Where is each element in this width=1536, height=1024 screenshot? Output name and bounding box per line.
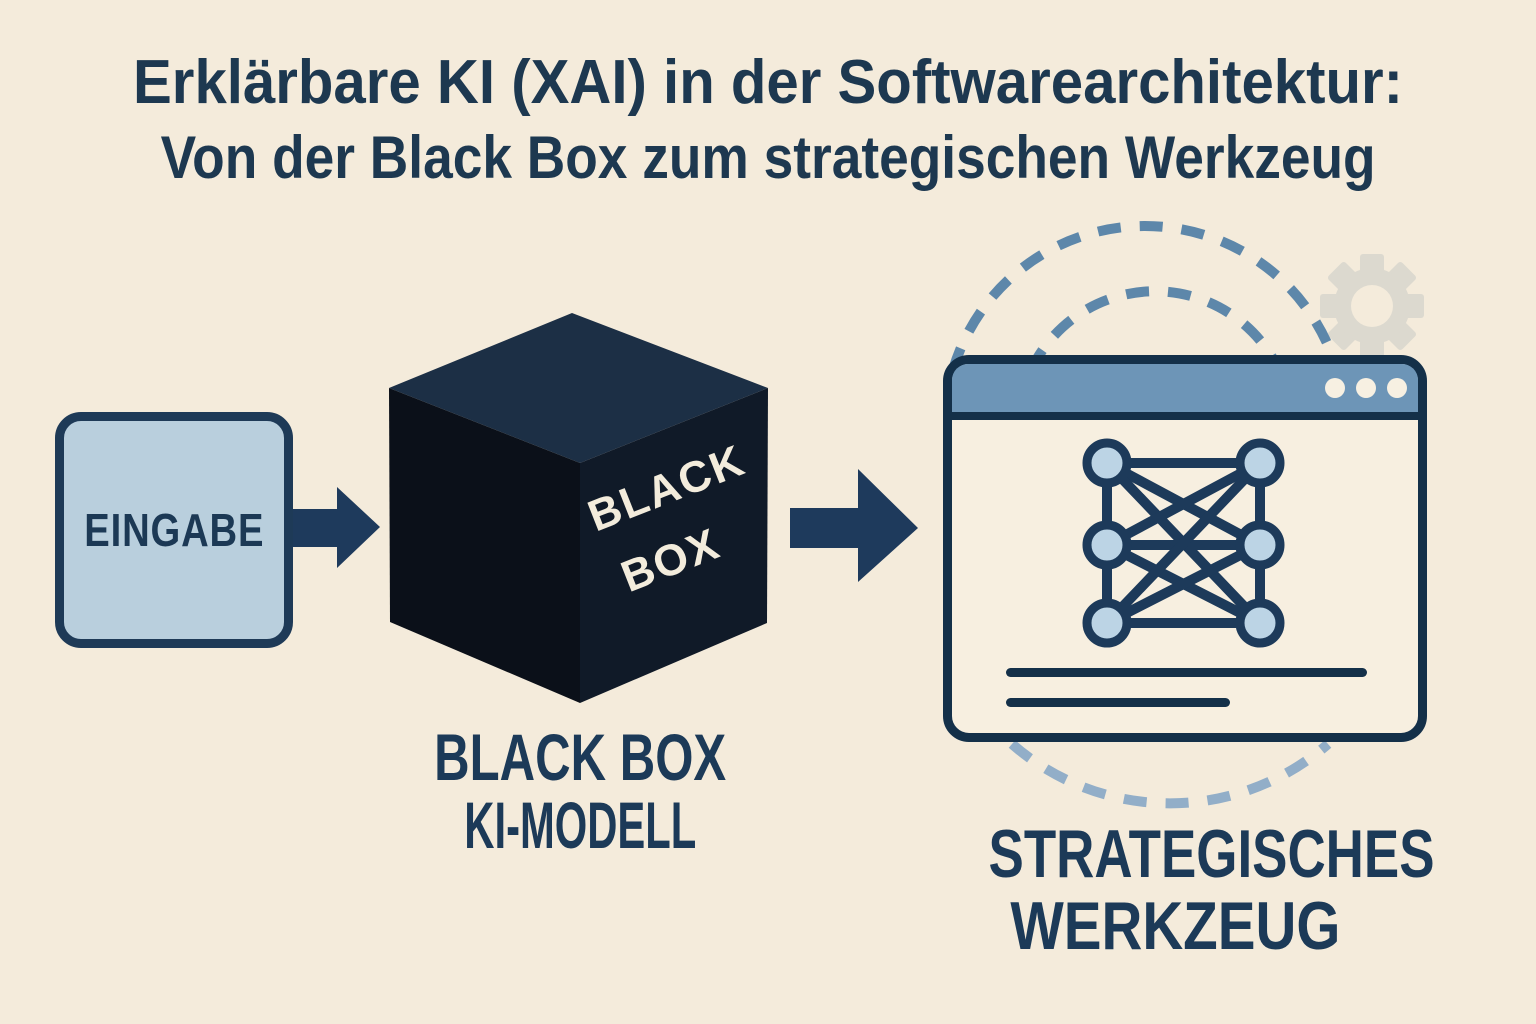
window-dot: [1387, 378, 1407, 398]
placeholder-text-line: [1006, 698, 1230, 707]
dashed-arc-bottom: [1008, 740, 1332, 809]
browser-window: [943, 355, 1427, 742]
gear-hole: [1351, 285, 1393, 327]
black-box-caption: BLACK BOX KI-MODELL: [380, 723, 780, 859]
black-box-cube: BLACK BOX: [389, 313, 768, 703]
cube-top-face: [389, 313, 768, 463]
cube-left-face: [389, 388, 580, 703]
input-box-label: EINGABE: [84, 504, 264, 556]
page-subtitle-text: Von der Black Box zum strategischen Werk…: [160, 124, 1376, 191]
black-box-caption-line1: BLACK BOX: [433, 720, 726, 794]
dashed-arc-outer-top: [948, 221, 1342, 372]
gear-icon: [1320, 254, 1424, 358]
nn-node: [1235, 520, 1285, 570]
cube-right-face: [580, 388, 768, 703]
arrow-right-icon: [790, 469, 918, 582]
nn-node: [1235, 598, 1285, 648]
arrow-right-icon: [290, 487, 380, 568]
input-box: EINGABE: [55, 412, 293, 648]
window-control-dots: [1325, 378, 1407, 398]
neural-network-edges: [1102, 458, 1265, 628]
nn-node: [1082, 520, 1132, 570]
nn-node: [1082, 598, 1132, 648]
page-subtitle: Von der Black Box zum strategischen Werk…: [0, 128, 1536, 188]
page-title: Erklärbare KI (XAI) in der Softwarearchi…: [0, 52, 1536, 114]
neural-network-nodes: [1082, 438, 1285, 648]
nn-node: [1082, 438, 1132, 488]
neural-network-icon: [1082, 438, 1285, 648]
nn-node: [1235, 438, 1285, 488]
dashed-orbit-arcs: [948, 221, 1342, 809]
dashed-arc-inner-top: [1026, 286, 1284, 373]
browser-titlebar: [952, 364, 1418, 420]
black-box-caption-line2: KI-MODELL: [463, 788, 696, 862]
strategic-tool-caption-line2: WERKZEUG: [1010, 888, 1340, 964]
page-title-text: Erklärbare KI (XAI) in der Softwarearchi…: [132, 48, 1403, 117]
strategic-tool-caption-line1: STRATEGISCHES: [988, 816, 1435, 892]
window-dot: [1356, 378, 1376, 398]
placeholder-text-line: [1006, 668, 1367, 677]
strategic-tool-caption: STRATEGISCHES WERKZEUG: [925, 818, 1435, 964]
window-dot: [1325, 378, 1345, 398]
